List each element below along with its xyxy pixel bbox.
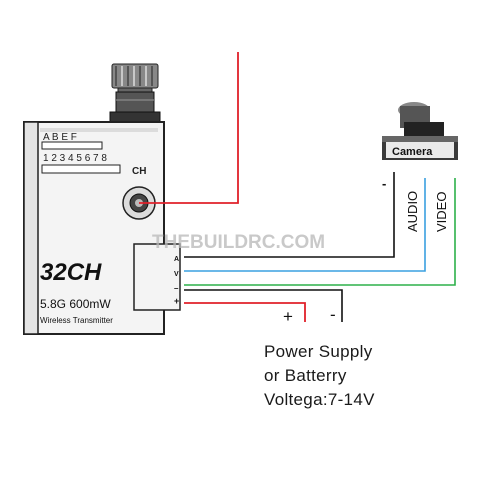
video-wire xyxy=(184,178,456,286)
pin-video-label: V xyxy=(174,271,179,278)
channel-number-window xyxy=(41,164,121,174)
pin-ground-label: – xyxy=(174,284,179,293)
audio-label: AUDIO xyxy=(405,191,420,232)
power-minus-label: - xyxy=(330,305,336,324)
channel-letter-window xyxy=(41,141,103,150)
video-label: VIDEO xyxy=(434,192,449,232)
ch-label: CH xyxy=(132,166,146,177)
audio-wire xyxy=(184,178,426,272)
camera-label: Camera xyxy=(392,146,433,158)
pin-power-label: + xyxy=(174,296,179,306)
channel-numbers: 1 2 3 4 5 6 7 8 xyxy=(43,153,107,164)
power-line-1: Power Supply xyxy=(264,342,373,361)
power-positive-wire xyxy=(184,302,306,322)
camera xyxy=(382,102,458,160)
antenna-connector xyxy=(109,63,161,123)
camera-ground-label: - xyxy=(382,176,386,191)
power-supply-note: Power Supply or Batterry Voltega:7-14V xyxy=(264,340,375,412)
channel-letters: A B E F xyxy=(43,132,77,143)
power-plus-label: + xyxy=(283,307,293,326)
pin-audio-label: A xyxy=(174,256,179,263)
transmitter-subtitle: Wireless Transmitter xyxy=(40,316,113,325)
power-line-3: Voltega:7-14V xyxy=(264,390,375,409)
camera-ground-wire xyxy=(184,172,395,258)
connector-block xyxy=(133,243,181,311)
power-line-2: or Batterry xyxy=(264,366,347,385)
watermark: THEBUILDRC.COM xyxy=(152,232,325,253)
spec-label: 5.8G 600mW xyxy=(40,297,111,311)
power-ground-wire xyxy=(184,289,343,322)
model-label: 32CH xyxy=(40,259,102,286)
antenna-wire xyxy=(139,52,239,204)
